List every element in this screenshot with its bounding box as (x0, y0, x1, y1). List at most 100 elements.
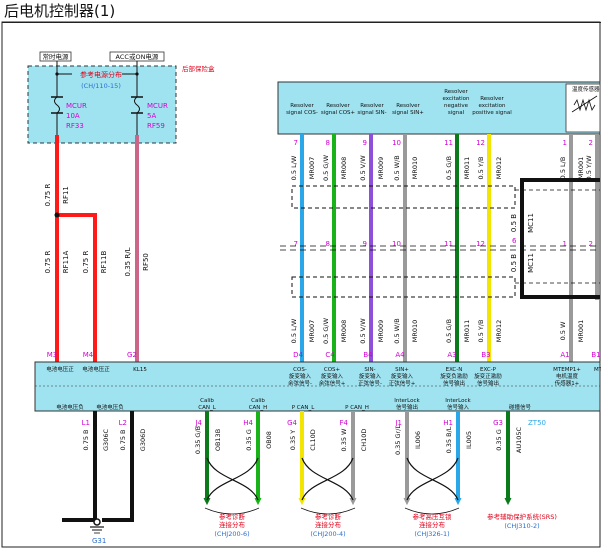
lower-size-6: 0.35 Gr/L (394, 425, 402, 455)
thermistor-icon (573, 98, 596, 112)
mcu-top-label-2-0: KL15 (133, 367, 147, 373)
mcu-top-pin-1: M4 (83, 351, 94, 359)
resolver-top-pin-0: 7 (294, 139, 298, 147)
mc11-code-1: MC11 (527, 213, 535, 233)
mcu-top-label-9-0: MTEMP1+ (553, 367, 581, 373)
mcu-top-label-6-2: 正弦信号+ (389, 379, 416, 387)
mcu-bottom-label-6-0: InterLock (394, 398, 420, 404)
resolver-top-pin-2: 9 (363, 139, 367, 147)
resolver-top-code-6: MR001 (577, 157, 585, 180)
resolver-mid-pin-3: 10 (392, 240, 401, 248)
resolver-header-1-0: Resolver (326, 103, 350, 109)
resolver-header-5-2: positive signal (472, 110, 512, 116)
lower-code-4: CL10D (309, 429, 317, 450)
lower-code-3: OB08 (265, 431, 273, 449)
mcu-bottom-pin-0: L1 (82, 419, 90, 427)
mcu-bottom-label-0-0: 电池电压负 (56, 403, 84, 411)
resolver-mid-pin-6: 1 (563, 240, 567, 248)
power-acc-label: ACC或ON电源 (116, 52, 159, 61)
mcu-top-pin-5: B4 (363, 351, 373, 359)
lower-code-7: IL005 (465, 431, 473, 449)
shield-upper (291, 185, 516, 209)
mcu-top-label-6-0: SIN+ (395, 367, 409, 373)
resolver-mid-pin-4: 11 (444, 240, 453, 248)
resolver-header-3-0: Resolver (396, 103, 420, 109)
mcu-top-label-7-2: 信号输出 (443, 379, 465, 387)
resolver-top-code-1: MR008 (340, 157, 348, 180)
resolver-mid-pin-0: 7 (294, 240, 298, 248)
mcu-top-pin-3: D4 (293, 351, 303, 359)
lower-size-1: 0.75 B (119, 430, 127, 451)
lower-arrow-8 (504, 497, 512, 506)
lower-size-4: 0.35 Y (289, 430, 297, 451)
mcu-top-pin-4: C4 (325, 351, 335, 359)
svg-text:0.75 R: 0.75 R (44, 251, 52, 274)
mcu-bottom-label-8-0: 碰撞信号 (509, 403, 532, 411)
mcu-bottom-pin-5: F4 (340, 419, 349, 427)
ref-brace-0 (204, 507, 260, 515)
resolver-top-size-5: 0.5 Y/B (477, 156, 485, 179)
resolver-top-pin-6: 1 (563, 139, 567, 147)
ref-brace-1 (300, 507, 356, 515)
wire-rf11b (57, 213, 97, 362)
mc11-code-2: MC11 (527, 253, 535, 273)
resolver-top-size-4: 0.5 G/B (445, 156, 453, 180)
svg-text:0.75 R: 0.75 R (82, 251, 90, 274)
fuse1-name: MCUR (66, 102, 87, 110)
mcu-bottom-pin-8: G3 (493, 419, 503, 427)
resolver-top-size-6: 0.5 L/B (559, 157, 567, 180)
fuse-symbol-1 (54, 96, 60, 114)
mcu-bottom-label-1-0: 电池电压负 (96, 403, 124, 411)
mcu-top-label-5-2: 正弦信号- (358, 379, 382, 387)
reference-labels: 参考诊断连接分布(CHJ200-6)参考诊断连接分布(CHJ200-4)参考高压… (204, 507, 557, 538)
resolver-bottom-code-5: MR012 (495, 320, 503, 343)
mcu-bottom-label-2-1: CAN_L (198, 405, 216, 411)
power-wire-labels: 0.75 R RF11 0.75 R RF11A 0.75 R RF11B 0.… (44, 184, 150, 277)
resolver-bottom-code-0: MR007 (308, 320, 316, 343)
mcu-top-label-5-1: 旋变输入 (359, 372, 382, 380)
mcu-top-label-5-0: SIN- (364, 367, 375, 373)
mcu-top-label-3-0: COS- (293, 367, 307, 373)
lower-arrow-6 (403, 497, 411, 506)
resolver-header-1-1: signal COS+ (321, 110, 356, 116)
mcu-top-label-8-2: 信号输出 (477, 379, 499, 387)
resolver-header-0-1: signal COS- (286, 110, 318, 116)
resolver-bottom-size-4: 0.5 G/B (445, 319, 453, 343)
mcu-top-pin-2: G2 (127, 351, 137, 359)
resolver-bottom-size-3: 0.5 W/B (393, 318, 401, 343)
power-normal-label: 常时电源 (43, 52, 70, 61)
resolver-mid-pin-2: 9 (363, 240, 367, 248)
fuse1-rating: 10A (66, 112, 80, 120)
mcu-bottom-pin-4: G4 (287, 419, 297, 427)
resolver-header-5-0: Resolver (480, 96, 504, 102)
resolver-top-size-7: 0.5 Y/W (585, 155, 593, 181)
mcu-top-label-1-0: 电池电压正 (82, 365, 110, 373)
mcu-top-label-7-0: EXC-N (446, 367, 463, 373)
ref-line2-2: 连接分布 (419, 520, 446, 529)
resolver-top-code-2: MR009 (377, 157, 385, 180)
resolver-top-pin-4: 11 (444, 139, 453, 147)
ref-brace-2 (404, 507, 460, 515)
resolver-connector (277, 81, 601, 135)
mcu-top-label-9-1: 电机温度 (556, 372, 579, 380)
fuse-ref-line1: 参考电源分布 (80, 70, 122, 79)
resolver-top-pin-1: 8 (326, 139, 330, 147)
fuse-ref-line2: (CH/110-15) (81, 82, 121, 90)
resolver-top-size-3: 0.5 W/B (393, 155, 401, 180)
lower-code-6: IL006 (414, 431, 422, 449)
resolver-header-4-2: negative (444, 103, 469, 109)
resolver-bottom-code-6: MR001 (577, 320, 585, 343)
resolver-top-pin-7: 2 (589, 139, 593, 147)
resolver-header-5-1: excitation (478, 103, 506, 109)
fuse-box-label: 后部保险盒 (182, 64, 215, 73)
fuse1-code: RF33 (66, 122, 84, 130)
mc11-size: 0.5 B (510, 214, 518, 232)
lower-size-8: 0.35 G (495, 429, 503, 451)
resolver-header-3-1: signal SIN+ (392, 110, 424, 116)
mcu-bottom-label-3-1: CAN_H (249, 405, 268, 411)
lower-arrow-4 (298, 497, 306, 506)
mcu-box (34, 361, 601, 412)
lower-size-0: 0.75 B (82, 430, 90, 451)
